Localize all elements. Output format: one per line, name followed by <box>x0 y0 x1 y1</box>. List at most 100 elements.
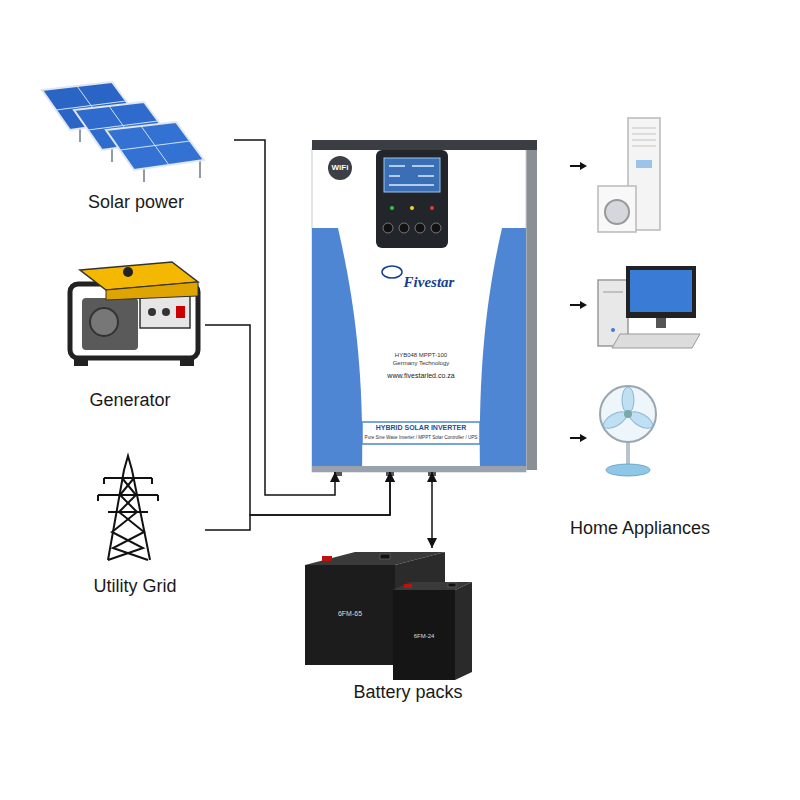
appliance-illustrations-part <box>605 200 629 224</box>
inverter-illustration-part-part <box>389 165 405 167</box>
battery-model: 6FM-65 <box>338 610 362 618</box>
node-caption: Utility Grid <box>93 576 176 597</box>
inverter-illustration-part <box>390 206 394 210</box>
inverter-illustration-part <box>312 466 526 472</box>
inverter-illustration-part <box>312 228 362 472</box>
appliance-illustrations-part-part <box>632 128 656 129</box>
power-connector <box>205 472 390 530</box>
inverter-illustration-part <box>312 140 537 150</box>
generator-illustration-part <box>162 308 170 316</box>
output-arrows-part <box>580 162 587 170</box>
solar-panels-part-part <box>199 160 201 178</box>
inverter-illustration <box>312 140 537 476</box>
appliance-illustrations-part <box>656 318 666 328</box>
solar-panels-part <box>106 122 204 170</box>
appliance-illustrations-part <box>601 387 656 432</box>
battery-illustration-part <box>404 584 412 588</box>
inverter-text: HYBRID SOLAR INVERTER <box>376 424 467 432</box>
generator-illustration-part <box>140 296 190 328</box>
inverter-illustration-part <box>389 166 434 185</box>
generator-illustration-part <box>123 267 133 277</box>
source-node: Solar power <box>38 78 234 218</box>
source-node: Utility Grid <box>65 450 205 600</box>
inverter-illustration-part-part <box>418 175 434 177</box>
inverter-illustration-part <box>312 148 526 472</box>
inverter-illustration-part-part <box>383 223 393 233</box>
utility-pylon-part <box>157 495 159 501</box>
appliance-illustrations-part <box>598 186 636 232</box>
battery-illustration-part <box>455 582 472 680</box>
battery-model: 6FM-24 <box>414 633 435 640</box>
inverter-text: Pure Sine Wave Inverter / MPPT Solar Con… <box>365 435 478 440</box>
appliance-illustrations-part <box>606 464 650 476</box>
utility-pylon-part <box>98 494 158 496</box>
power-connector <box>234 140 335 495</box>
output-arrows-part <box>570 165 580 167</box>
solar-panels <box>42 82 204 182</box>
output-arrows-part <box>570 437 580 439</box>
generator-illustration-part <box>176 306 185 318</box>
inverter-illustration-part <box>383 223 441 233</box>
inverter-illustration-part <box>328 156 352 180</box>
source-node: Generator <box>55 258 205 413</box>
utility-pylon-part <box>151 478 153 484</box>
appliance-illustrations-part <box>612 334 700 348</box>
utility-pylon-part <box>108 456 150 560</box>
generator-illustration-part <box>148 308 156 316</box>
appliance-illustrations-part <box>636 160 652 168</box>
power-connector <box>431 472 433 548</box>
utility-pylon-part <box>103 478 105 484</box>
battery-illustration <box>305 552 472 680</box>
inverter-text: Fivestar <box>404 274 455 291</box>
appliance-illustrations-part-part <box>622 387 634 413</box>
inverter-illustration-part <box>410 206 414 210</box>
inverter-illustration-part-part <box>389 184 434 186</box>
node-caption: Home Appliances <box>570 518 710 539</box>
inverter-illustration-part-part <box>389 175 400 177</box>
inverter-text: Germany Technology <box>393 360 450 367</box>
inverter-illustration-part <box>430 206 434 210</box>
inverter-illustration-part-part <box>415 223 425 233</box>
solar-panels-part-part <box>141 126 169 165</box>
generator-illustration-part <box>82 298 138 350</box>
node-caption: Solar power <box>88 192 184 213</box>
generator-illustration <box>70 262 198 366</box>
wifi-badge: WiFi <box>332 164 349 173</box>
battery-illustration-part <box>305 565 395 665</box>
generator-illustration-part <box>90 308 118 336</box>
inverter-illustration-part-part <box>399 223 409 233</box>
inverter-illustration-part <box>384 158 440 192</box>
inverter-illustration-part <box>526 148 537 470</box>
utility-pylon-part <box>108 511 148 513</box>
output-arrows-part <box>570 304 580 306</box>
inverter-illustration-part <box>382 266 402 278</box>
output-arrows-part <box>580 301 587 309</box>
appliance-illustrations-part-part <box>632 134 656 135</box>
utility-pylon-part <box>104 477 152 479</box>
output-arrows <box>570 162 587 442</box>
node-caption: Generator <box>89 390 170 411</box>
appliance-illustrations-part <box>600 386 656 442</box>
battery-illustration-part <box>322 556 332 561</box>
generator-illustration-part <box>106 282 198 300</box>
utility-pylon <box>98 456 158 560</box>
appliance-illustrations-part <box>624 410 632 418</box>
inverter-text: www.fivestarled.co.za <box>387 372 454 380</box>
appliance-illustrations-part <box>611 328 615 332</box>
output-arrows-part <box>580 434 587 442</box>
appliance-illustrations-part <box>632 128 656 146</box>
appliance-illustrations-part-part <box>632 140 656 141</box>
generator-illustration-part <box>74 356 88 366</box>
battery-illustration-part <box>380 554 390 559</box>
appliance-illustrations-part <box>630 270 692 312</box>
solar-panels-part-part <box>106 122 204 170</box>
appliance-illustrations <box>598 118 700 476</box>
inverter-illustration-part-part <box>412 165 434 167</box>
inverter-illustration-part-part <box>431 223 441 233</box>
power-connector <box>205 325 390 515</box>
appliance-illustrations-part <box>603 292 623 293</box>
inverter-illustration-part <box>362 422 480 444</box>
appliance-illustrations-part <box>626 266 696 318</box>
inverter-text: HYB048 MPPT-100 <box>395 352 447 359</box>
